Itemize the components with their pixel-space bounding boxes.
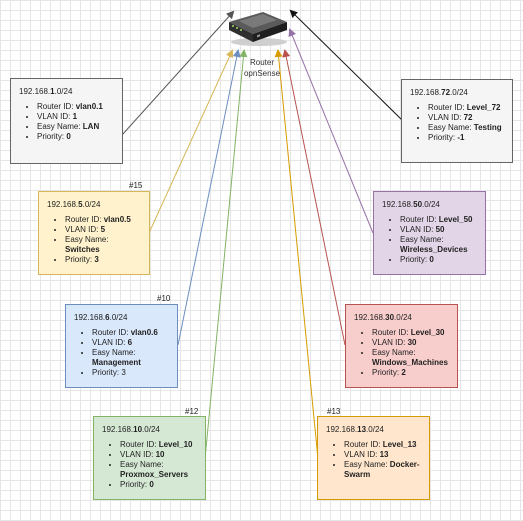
priority-item: Priority: 3 bbox=[65, 255, 141, 265]
priority-item: Priority: 0 bbox=[37, 132, 114, 142]
router-id-item: Router ID: Level_30 bbox=[372, 328, 449, 338]
subnet-label: 192.168.6.0/24 bbox=[74, 313, 128, 322]
easy-name-item: Easy Name:Windows_Machines bbox=[372, 348, 449, 368]
vlan-id-item: VLAN ID: 72 bbox=[428, 113, 504, 123]
box-tag: #15 bbox=[129, 181, 143, 190]
priority-item: Priority: 3 bbox=[92, 368, 169, 378]
subnet-label: 192.168.1.0/24 bbox=[19, 87, 73, 96]
link-vlan50 bbox=[288, 28, 374, 234]
router-name: Router bbox=[249, 58, 274, 67]
router-id-item: Router ID: Level_50 bbox=[400, 215, 477, 225]
router-model: opnSense bbox=[243, 69, 281, 78]
vlan-id-item: VLAN ID: 5 bbox=[65, 225, 141, 235]
network-box-vlan5[interactable]: 192.168.5.0/24 Router ID: vlan0.5 VLAN I… bbox=[38, 191, 150, 275]
link-vlan10 bbox=[204, 49, 248, 460]
link-vlan13 bbox=[274, 49, 319, 460]
vlan-id-item: VLAN ID: 13 bbox=[344, 450, 421, 460]
network-box-vlan72[interactable]: 192.168.72.0/24 Router ID: Level_72 VLAN… bbox=[401, 79, 513, 163]
router-icon[interactable] bbox=[225, 4, 291, 48]
network-box-vlan30[interactable]: 192.168.30.0/24 Router ID: Level_30 VLAN… bbox=[345, 304, 458, 388]
router-id-item: Router ID: Level_72 bbox=[428, 103, 504, 113]
priority-item: Priority: -1 bbox=[428, 133, 504, 143]
easy-name-item: Easy Name: LAN bbox=[37, 122, 114, 132]
box-tag: #12 bbox=[185, 407, 199, 416]
subnet-label: 192.168.13.0/24 bbox=[326, 425, 384, 434]
easy-name-item: Easy Name: Docker-Swarm bbox=[344, 460, 421, 480]
priority-item: Priority: 2 bbox=[372, 368, 449, 378]
vlan-id-item: VLAN ID: 50 bbox=[400, 225, 477, 235]
router-id-item: Router ID: vlan0.5 bbox=[65, 215, 141, 225]
subnet-label: 192.168.50.0/24 bbox=[382, 200, 440, 209]
vlan-id-item: VLAN ID: 6 bbox=[92, 338, 169, 348]
router-id-item: Router ID: vlan0.1 bbox=[37, 102, 114, 112]
network-box-vlan6[interactable]: 192.168.6.0/24 Router ID: vlan0.6 VLAN I… bbox=[65, 304, 178, 388]
network-box-lan[interactable]: 192.168.1.0/24 Router ID: vlan0.1 VLAN I… bbox=[10, 78, 123, 164]
priority-item: Priority: 0 bbox=[120, 480, 197, 490]
priority-item: Priority: 0 bbox=[400, 255, 477, 265]
link-vlan72 bbox=[289, 9, 403, 121]
network-box-vlan10[interactable]: 192.168.10.0/24 Router ID: Level_10 VLAN… bbox=[93, 416, 206, 500]
router-id-item: Router ID: vlan0.6 bbox=[92, 328, 169, 338]
subnet-label: 192.168.72.0/24 bbox=[410, 88, 468, 97]
router-id-item: Router ID: Level_10 bbox=[120, 440, 197, 450]
vlan-id-item: VLAN ID: 30 bbox=[372, 338, 449, 348]
subnet-label: 192.168.30.0/24 bbox=[354, 313, 412, 322]
easy-name-item: Easy Name:Wireless_Devices bbox=[400, 235, 477, 255]
vlan-id-item: VLAN ID: 10 bbox=[120, 450, 197, 460]
link-vlan6 bbox=[177, 49, 241, 346]
easy-name-item: Easy Name:Management bbox=[92, 348, 169, 368]
router-id-item: Router ID: Level_13 bbox=[344, 440, 421, 450]
link-vlan30 bbox=[282, 49, 346, 346]
network-box-vlan13[interactable]: 192.168.13.0/24 Router ID: Level_13 VLAN… bbox=[317, 416, 430, 500]
easy-name-item: Easy Name: Testing bbox=[428, 123, 504, 133]
easy-name-item: Easy Name:Proxmox_Servers bbox=[120, 460, 197, 480]
link-lan bbox=[121, 10, 235, 136]
link-vlan5 bbox=[148, 49, 234, 234]
box-tag: #10 bbox=[157, 294, 171, 303]
network-box-vlan50[interactable]: 192.168.50.0/24 Router ID: Level_50 VLAN… bbox=[373, 191, 486, 275]
vlan-id-item: VLAN ID: 1 bbox=[37, 112, 114, 122]
subnet-label: 192.168.5.0/24 bbox=[47, 200, 101, 209]
subnet-label: 192.168.10.0/24 bbox=[102, 425, 160, 434]
box-tag: #13 bbox=[327, 407, 341, 416]
easy-name-item: Easy Name:Switches bbox=[65, 235, 141, 255]
router-label: Router opnSense bbox=[236, 57, 288, 79]
